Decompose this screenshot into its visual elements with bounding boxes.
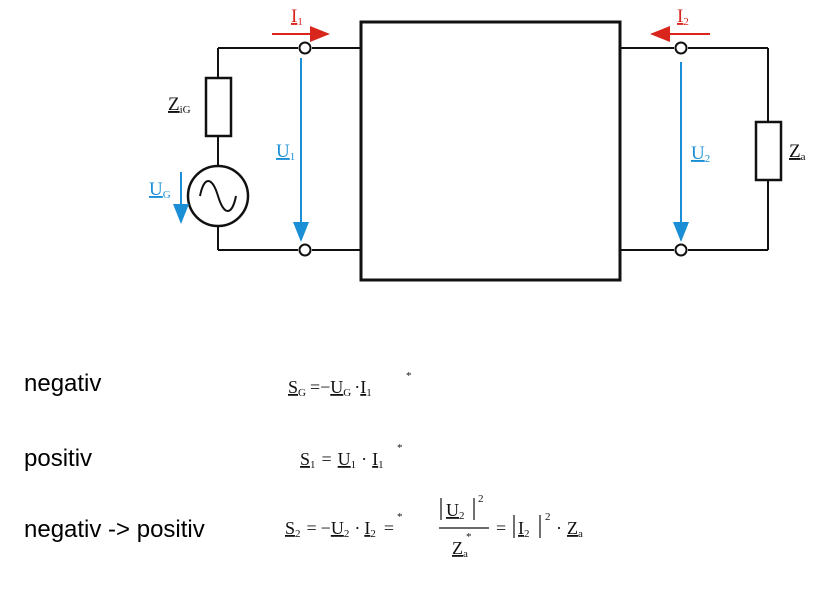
- row-label-negativ-positiv: negativ -> positiv: [24, 516, 205, 543]
- svg-text:U2: U2: [446, 500, 465, 522]
- svg-text:S2=−U2·I2=: S2=−U2·I2=: [285, 518, 394, 540]
- svg-text:=: =: [496, 518, 506, 538]
- sine-icon: [199, 180, 237, 212]
- terminal-out-top: [674, 41, 688, 55]
- two-port-box: [359, 20, 622, 282]
- current2-label: I2: [677, 6, 689, 28]
- svg-text:2: 2: [545, 511, 551, 523]
- formula-s1: S1=U1·I1 *: [300, 442, 403, 471]
- current1-label: I1: [291, 6, 303, 28]
- right-wiring: [620, 47, 769, 251]
- svg-text:*: *: [406, 370, 412, 382]
- svg-text:Za: Za: [452, 538, 468, 560]
- load-impedance-resistor: [754, 120, 783, 182]
- svg-text:I2: I2: [518, 518, 530, 540]
- terminal-in-bottom: [298, 243, 312, 257]
- voltage2-label: U2: [691, 143, 710, 165]
- svg-text:*: *: [397, 442, 403, 454]
- row-label-positiv: positiv: [24, 445, 93, 472]
- load-impedance-label: Za: [789, 141, 806, 163]
- terminal-in-top: [298, 41, 312, 55]
- svg-text:*: *: [466, 531, 472, 543]
- source-voltage-label: UG: [149, 179, 171, 201]
- source-impedance-label: ZiG: [168, 94, 191, 116]
- voltage1-label: U1: [276, 141, 295, 163]
- svg-text:*: *: [397, 511, 403, 523]
- formula-sg: SG=−UG·I1 *: [288, 370, 412, 399]
- svg-text:·Za: ·Za: [556, 518, 583, 540]
- svg-text:SG=−UG·I1: SG=−UG·I1: [288, 377, 372, 399]
- svg-text:S1=U1·I1: S1=U1·I1: [300, 449, 384, 471]
- source-impedance-resistor: [204, 76, 233, 138]
- ac-source: [186, 164, 250, 228]
- formula-s2: S2=−U2·I2= * U2 2 Za * = I2 2 ·Za: [285, 493, 583, 560]
- row-label-negativ: negativ: [24, 370, 102, 397]
- left-wiring: [217, 47, 361, 251]
- terminal-out-bottom: [674, 243, 688, 257]
- svg-text:2: 2: [478, 493, 484, 505]
